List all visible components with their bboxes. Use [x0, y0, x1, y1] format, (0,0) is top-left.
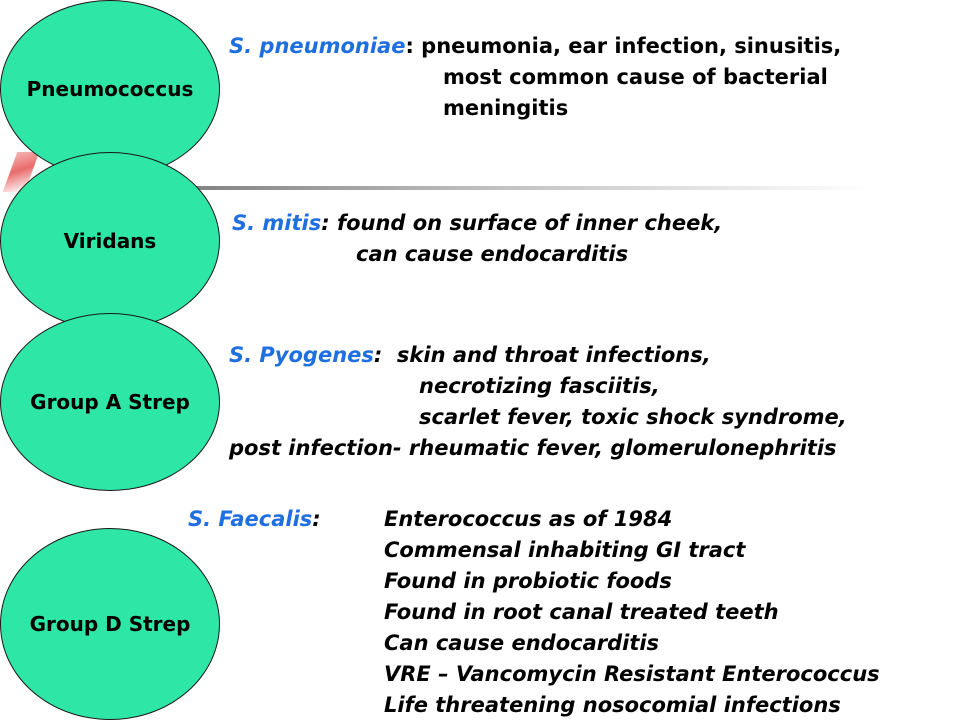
group-a-strep-circle: Group A Strep	[0, 313, 220, 491]
faecalis-colon: :	[312, 507, 321, 531]
faecalis-line-6: VRE – Vancomycin Resistant Enterococcus	[384, 662, 880, 686]
mitis-species: S. mitis	[232, 211, 322, 235]
divider-line	[150, 186, 870, 190]
pyogenes-colon: :	[373, 343, 383, 367]
pneumococcus-label: Pneumococcus	[26, 77, 194, 101]
pyogenes-line-1: skin and throat infections,	[382, 343, 711, 367]
mitis-line-1: found on surface of inner cheek,	[329, 211, 723, 235]
pneumoniae-species: S. pneumoniae	[229, 34, 406, 58]
pyogenes-line-3: scarlet fever, toxic shock syndrome,	[419, 405, 847, 429]
faecalis-species: S. Faecalis	[188, 507, 313, 531]
pneumoniae-line-3: meningitis	[443, 96, 569, 120]
faecalis-line-2: Commensal inhabiting GI tract	[384, 538, 746, 562]
pneumoniae-colon: :	[405, 34, 414, 58]
faecalis-description: S. Faecalis: Enterococcus as of 1984 Comm…	[188, 504, 880, 721]
faecalis-line-3: Found in probiotic foods	[384, 569, 672, 593]
pyogenes-description: S. Pyogenes: skin and throat infections,…	[229, 340, 847, 464]
group-d-strep-label: Group D Strep	[29, 612, 191, 636]
pneumococcus-circle: Pneumococcus	[0, 0, 220, 178]
mitis-colon: :	[321, 211, 330, 235]
viridans-circle: Viridans	[0, 152, 220, 330]
faecalis-line-7: Life threatening nosocomial infections	[384, 693, 841, 717]
faecalis-line-4: Found in root canal treated teeth	[384, 600, 779, 624]
viridans-label: Viridans	[63, 229, 157, 253]
faecalis-line-5: Can cause endocarditis	[384, 631, 660, 655]
pyogenes-line-4: post infection- rheumatic fever, glomeru…	[229, 436, 837, 460]
group-a-strep-label: Group A Strep	[30, 390, 190, 414]
pyogenes-species: S. Pyogenes	[229, 343, 374, 367]
group-d-strep-circle: Group D Strep	[0, 528, 220, 720]
pneumoniae-line-1: pneumonia, ear infection, sinusitis,	[413, 34, 842, 58]
faecalis-line-1: Enterococcus as of 1984	[384, 507, 673, 531]
mitis-line-2: can cause endocarditis	[356, 242, 629, 266]
pneumoniae-line-2: most common cause of bacterial	[443, 65, 828, 89]
pyogenes-line-2: necrotizing fasciitis,	[419, 374, 660, 398]
mitis-description: S. mitis: found on surface of inner chee…	[232, 208, 722, 270]
pneumoniae-description: S. pneumoniae: pneumonia, ear infection,…	[229, 31, 841, 124]
